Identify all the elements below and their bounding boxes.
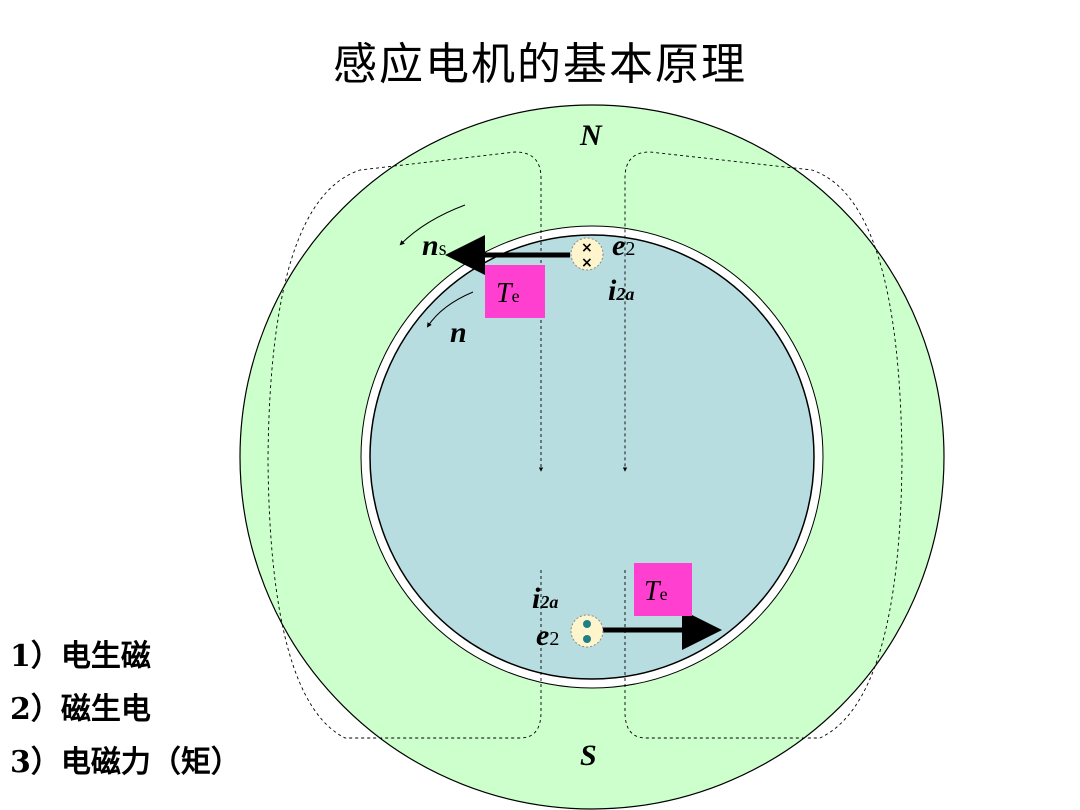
ns-label: ns	[422, 229, 447, 262]
te-top-label: Te	[496, 278, 520, 309]
dot-icon-lower	[583, 635, 591, 643]
conductor-bottom	[570, 614, 604, 648]
e2-top-label: e2	[612, 229, 635, 262]
principle-steps: 1）电生磁 2）磁生电 3）电磁力（矩）	[10, 630, 241, 789]
flux-line-right	[622, 151, 903, 739]
north-pole-label: N	[579, 119, 603, 152]
rotor	[369, 234, 815, 680]
south-pole-label: S	[580, 739, 597, 772]
te-bottom-label: Te	[644, 576, 668, 607]
flux-line-left	[267, 151, 544, 739]
n-label: n	[450, 316, 467, 349]
cross-icon-upper: ×	[581, 240, 593, 256]
cross-icon-lower: ×	[581, 255, 593, 271]
conductor-top	[570, 237, 604, 271]
page-title: 感应电机的基本原理	[333, 39, 747, 90]
i2a-bottom-label: i2a	[532, 582, 558, 615]
step-item: 2）磁生电	[10, 692, 151, 727]
ns-rotation-arrow	[399, 204, 466, 246]
n-rotation-arrow	[426, 291, 474, 328]
e2-bottom-label: e2	[536, 619, 559, 652]
i2a-top-label: i2a	[608, 274, 634, 307]
step-item: 3）电磁力（矩）	[10, 745, 241, 780]
step-item: 1）电生磁	[10, 639, 151, 674]
torque-box-bottom	[634, 563, 692, 616]
torque-box-top	[485, 265, 545, 318]
dot-icon-upper	[583, 620, 591, 628]
